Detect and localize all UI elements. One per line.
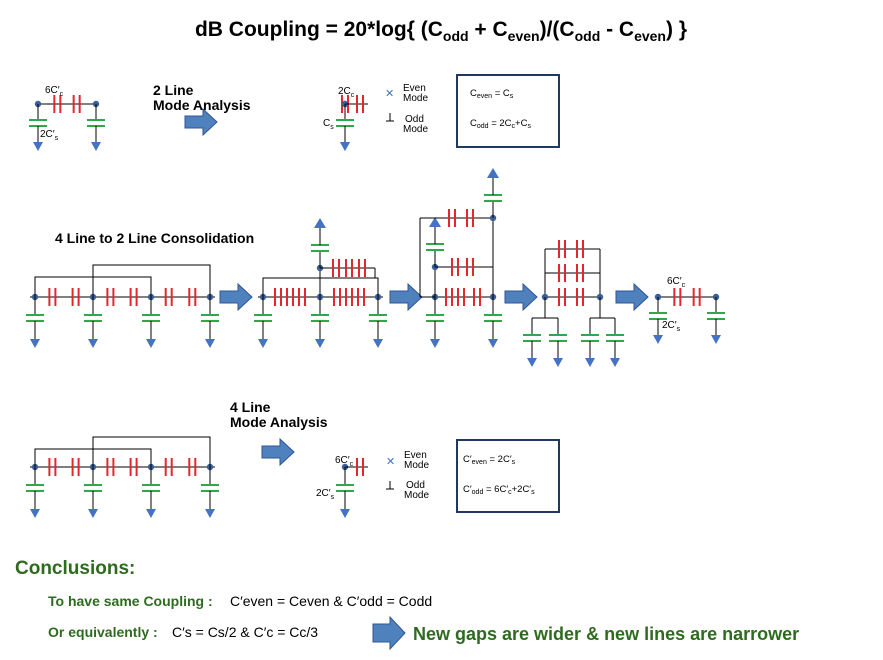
even-mode-label: Mode [403,93,428,104]
ground-icon [315,339,325,348]
ground-icon [91,142,101,151]
result-arrow [372,615,406,651]
ground-icon [553,358,563,367]
four-line-mode-label-2: Mode Analysis [230,414,328,430]
ground-icon [373,339,383,348]
ground-icon [340,509,350,518]
block-arrow [184,107,218,137]
block-arrow [261,437,295,467]
two-cs-prime-label-right: 2C′s [662,320,681,333]
block-arrow [504,282,538,312]
two-line-mode-label-1: 2 Line [153,82,194,98]
box2-line1: C′even = 2C′s [463,454,516,466]
four-to-two-label: 4 Line to 2 Line Consolidation [55,230,254,246]
four-line-mode-label-1: 4 Line [230,399,271,415]
conclusions-heading: Conclusions: [15,558,135,579]
block-arrow [389,282,423,312]
ground-icon [488,339,498,348]
even-odd-box-2 [456,439,560,513]
ground-icon [88,509,98,518]
conclusion-line-2-eq: C′s = Cs/2 & C′c = Cc/3 [172,624,318,640]
even-label-2: Even [404,450,427,461]
two-cs-prime-label: 2C′s [40,129,59,142]
box1-line1: Ceven = Cs [470,88,514,100]
ground-icon [585,358,595,367]
ground-icon [610,358,620,367]
odd-label-2: Odd [406,480,425,491]
six-cc-prime-label-mode: 6C′c [335,455,354,468]
conclusion-result: New gaps are wider & new lines are narro… [413,624,799,644]
two-cc-label: 2Cc [338,86,355,99]
ground-icon [527,358,537,367]
ground-icon [30,339,40,348]
even-symbol: ✕ [385,87,394,100]
ground-icon [146,339,156,348]
ground-icon [340,142,350,151]
wire [92,264,211,297]
page-title: dB Coupling = 20*log{ (Codd + Ceven)/(Co… [195,18,687,44]
odd-mode-label: Mode [403,124,428,135]
odd-mode-label-2: Mode [404,490,429,501]
even-mode-label-2: Mode [404,460,429,471]
up-arrow-icon [487,168,499,178]
conclusion-line-2-label: Or equivalently : [48,624,158,640]
two-cs-prime-label-mode: 2C′s [316,488,335,501]
block-arrow [219,282,253,312]
ground-icon [711,335,721,344]
ground-icon [205,339,215,348]
box2-line2: C′odd = 6C′c+2C′s [463,484,535,496]
circuit-drawings [26,95,725,518]
six-cc-prime-label: 6C′c [45,85,64,98]
ground-icon [430,339,440,348]
even-symbol-2: ✕ [386,455,395,468]
ground-icon [88,339,98,348]
conclusion-line-1-label: To have same Coupling : [48,593,213,609]
conclusion-line-1-eq: C′even = Ceven & C′odd = Codd [230,593,432,609]
up-arrow-icon [314,218,326,228]
six-cc-prime-label-right: 6C′c [667,276,686,289]
ground-icon [258,339,268,348]
box1-line2: Codd = 2Cc+Cs [470,118,531,130]
wire [92,436,211,467]
two-line-mode-label-2: Mode Analysis [153,97,251,113]
odd-label: Odd [405,114,424,125]
ground-icon [653,335,663,344]
even-label: Even [403,83,426,94]
block-arrow [615,282,649,312]
up-arrow-icon [429,217,441,227]
ground-icon [146,509,156,518]
ground-icon [205,509,215,518]
ground-icon [30,509,40,518]
cs-label: Cs [323,118,334,131]
even-odd-box-1 [456,74,560,148]
ground-icon [33,142,43,151]
